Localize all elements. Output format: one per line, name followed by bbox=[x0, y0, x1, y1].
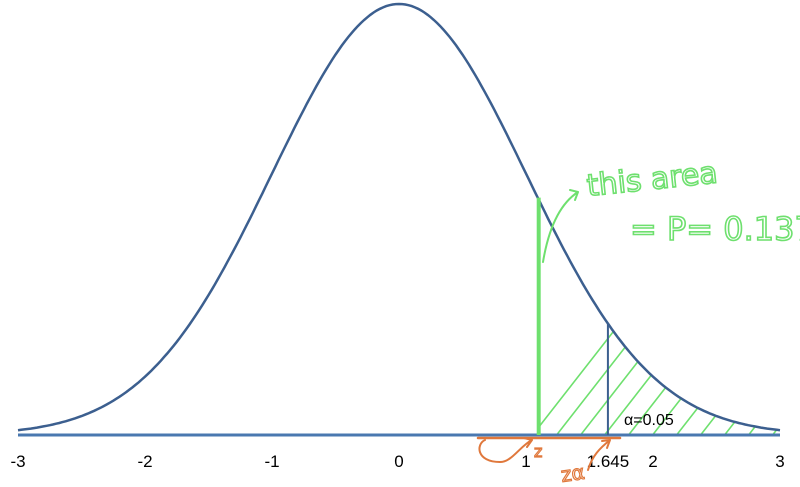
x-tick-label: 1.645 bbox=[587, 452, 630, 471]
shaded-tail-hatching bbox=[538, 234, 800, 440]
hatch-line bbox=[672, 234, 780, 435]
hatch-line bbox=[793, 235, 800, 440]
x-tick-label: 0 bbox=[394, 452, 403, 471]
hatch-line bbox=[648, 234, 780, 435]
x-tick-label: -3 bbox=[10, 452, 25, 471]
hatch-line bbox=[624, 234, 780, 435]
hatch-line bbox=[600, 234, 762, 435]
normal-curve bbox=[17, 2, 781, 432]
alpha-label: α=0.05 bbox=[624, 412, 674, 429]
hatch-line bbox=[720, 234, 780, 435]
x-tick-label: 1 bbox=[521, 452, 530, 471]
hatch-line bbox=[744, 234, 780, 435]
hatch-line bbox=[552, 234, 714, 435]
hatch-line bbox=[768, 234, 780, 435]
x-tick-label: -1 bbox=[264, 452, 279, 471]
hatch-line bbox=[696, 234, 780, 435]
note-line-2: = P= 0.137 bbox=[630, 210, 800, 248]
z-alpha-label: zα bbox=[559, 460, 586, 487]
note-line-1: this area bbox=[585, 155, 719, 204]
x-tick-label: 3 bbox=[775, 452, 784, 471]
hatch-line bbox=[576, 234, 738, 435]
handwritten-z-markers: z zα bbox=[476, 436, 622, 487]
z-alpha-arrow bbox=[587, 439, 611, 471]
x-tick-labels: -3 -2 -1 0 1 1.645 2 3 bbox=[10, 452, 784, 471]
note-arrow bbox=[542, 189, 579, 263]
z-label: z bbox=[534, 442, 542, 461]
x-tick-label: 2 bbox=[648, 452, 657, 471]
handwritten-note: this area = P= 0.137 bbox=[542, 155, 800, 263]
x-tick-label: -2 bbox=[137, 452, 152, 471]
